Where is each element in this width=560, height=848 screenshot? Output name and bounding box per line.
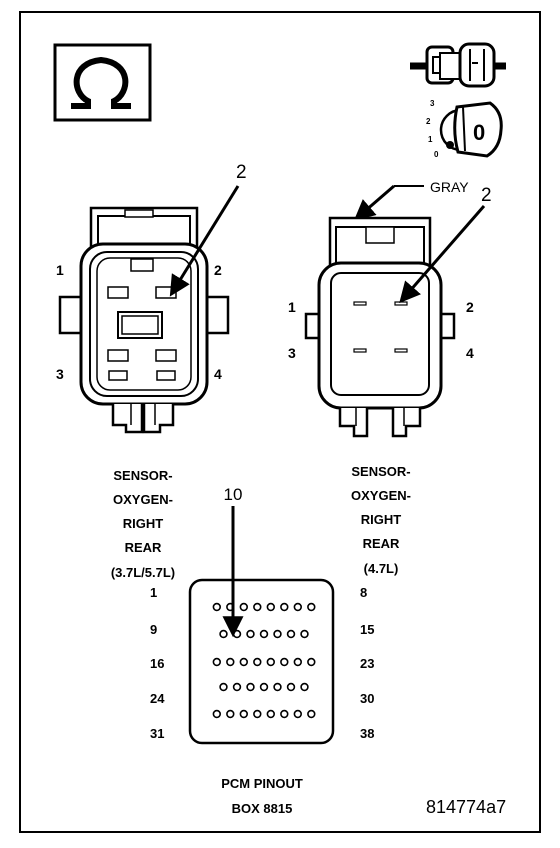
key-scale-1: 1: [428, 135, 433, 144]
pcm-pin-8: [307, 602, 316, 612]
left-pin-3-label: 3: [56, 366, 64, 382]
pcm-pin-3: [239, 602, 249, 612]
right-pointer-label: 2: [481, 185, 492, 206]
left-pin-2-pointer-arrow: [169, 185, 240, 297]
ohmmeter-symbol-box: [53, 43, 152, 122]
key-digit: 0: [473, 120, 485, 145]
pcm-pin-26: [246, 682, 255, 692]
pcm-right-row-3: 23: [360, 656, 374, 671]
pcm-pin-30: [300, 682, 309, 692]
pcm-right-row-4: 30: [360, 691, 374, 706]
pcm-pin-38: [307, 709, 316, 719]
key-scale-2: 2: [426, 117, 431, 126]
figure-border: [19, 11, 541, 833]
disconnect-connector-icon: [410, 42, 506, 88]
left-pin-2-label: 2: [214, 262, 222, 278]
pcm-left-row-5: 31: [150, 726, 164, 741]
pcm-pin-35: [266, 709, 275, 719]
left-title-line-1: SENSOR-: [113, 468, 172, 483]
pcm-pin-31: [212, 709, 222, 719]
left-pointer-label: 2: [236, 162, 247, 183]
right-title-line-1: SENSOR-: [351, 464, 410, 479]
pcm-pin-1: [212, 602, 222, 612]
left-title-line-3: RIGHT: [123, 516, 164, 531]
pcm-pin-33: [239, 709, 249, 719]
figure-id: 814774a7: [426, 797, 506, 817]
pcm-pin-21: [280, 657, 289, 667]
pcm-pin-15: [300, 629, 309, 639]
pcm-pin-5: [266, 602, 275, 612]
ohm-icon: [71, 56, 131, 109]
pcm-pin-12: [259, 629, 269, 639]
pcm-pin-24: [219, 682, 228, 692]
pcm-pin-10: [232, 629, 242, 639]
pcm-pin-4: [253, 602, 262, 612]
right-connector: GRAY 1 2 3 4 2: [288, 179, 492, 438]
pcm-pin-32: [226, 709, 235, 719]
right-pin-2-pointer-arrow: [399, 205, 486, 304]
left-title-line-4: REAR: [125, 540, 162, 555]
left-connector: 1 2 3 4 2: [56, 162, 247, 434]
pcm-pin-13: [273, 629, 282, 639]
left-pin-1-label: 1: [56, 262, 64, 278]
ohmmeter-symbol: Ω: [53, 43, 152, 122]
pcm-left-row-1: 1: [150, 585, 157, 600]
right-pin-2-label: 2: [466, 299, 474, 315]
pcm-pin-29: [286, 682, 296, 692]
key-scale-3: 3: [430, 99, 435, 108]
pcm-pin-34: [253, 709, 262, 719]
pcm-pin-grid: [212, 602, 316, 719]
pcm-left-row-2: 9: [150, 622, 157, 637]
right-title-line-4: REAR: [363, 536, 400, 551]
pcm-pin-11: [246, 629, 255, 639]
pcm-pin-23: [307, 657, 316, 667]
right-pin-1-label: 1: [288, 299, 296, 315]
gray-label: GRAY: [430, 179, 469, 195]
pcm-pin-22: [293, 657, 302, 667]
ignition-key-icon: 3 2 1 0 0: [426, 99, 503, 159]
pcm-pin-27: [259, 682, 269, 692]
pcm-pin-36: [280, 709, 289, 719]
pcm-pin-28: [273, 682, 282, 692]
pcm-pin-16: [212, 657, 222, 667]
left-title-line-2: OXYGEN-: [113, 492, 173, 507]
right-pin-4-label: 4: [466, 345, 474, 361]
pcm-left-row-3: 16: [150, 656, 164, 671]
pcm-pin-18: [239, 657, 249, 667]
pcm-title-line-2: BOX 8815: [232, 801, 293, 816]
right-connector-title: SENSOR- OXYGEN- RIGHT REAR (4.7L): [351, 464, 411, 576]
pcm-pin-20: [266, 657, 275, 667]
pcm-right-row-5: 38: [360, 726, 374, 741]
pcm-title-line-1: PCM PINOUT: [221, 776, 303, 791]
pcm-pin-19: [253, 657, 262, 667]
right-pin-3-label: 3: [288, 345, 296, 361]
pcm-pin-14: [286, 629, 296, 639]
right-title-line-2: OXYGEN-: [351, 488, 411, 503]
left-title-line-5: (3.7L/5.7L): [111, 565, 175, 580]
pcm-pointer-label: 10: [224, 485, 243, 504]
pcm-pin-37: [293, 709, 302, 719]
pcm-pin-6: [280, 602, 289, 612]
left-connector-title: SENSOR- OXYGEN- RIGHT REAR (3.7L/5.7L): [111, 468, 175, 580]
pcm-pin-9: [219, 629, 228, 639]
left-pin-4-label: 4: [214, 366, 222, 382]
pcm-connector: 1 9 16 24 31 8 15 23 30 38 10: [150, 485, 374, 745]
key-scale-0: 0: [434, 150, 439, 159]
pcm-pin-7: [293, 602, 302, 612]
right-title-line-5: (4.7L): [364, 561, 399, 576]
pcm-pin-17: [226, 657, 235, 667]
pcm-pin-25: [232, 682, 242, 692]
right-title-line-3: RIGHT: [361, 512, 402, 527]
gray-pointer-arrow: [353, 184, 395, 221]
pcm-right-row-1: 8: [360, 585, 367, 600]
pcm-right-row-2: 15: [360, 622, 374, 637]
pcm-left-row-4: 24: [150, 691, 165, 706]
